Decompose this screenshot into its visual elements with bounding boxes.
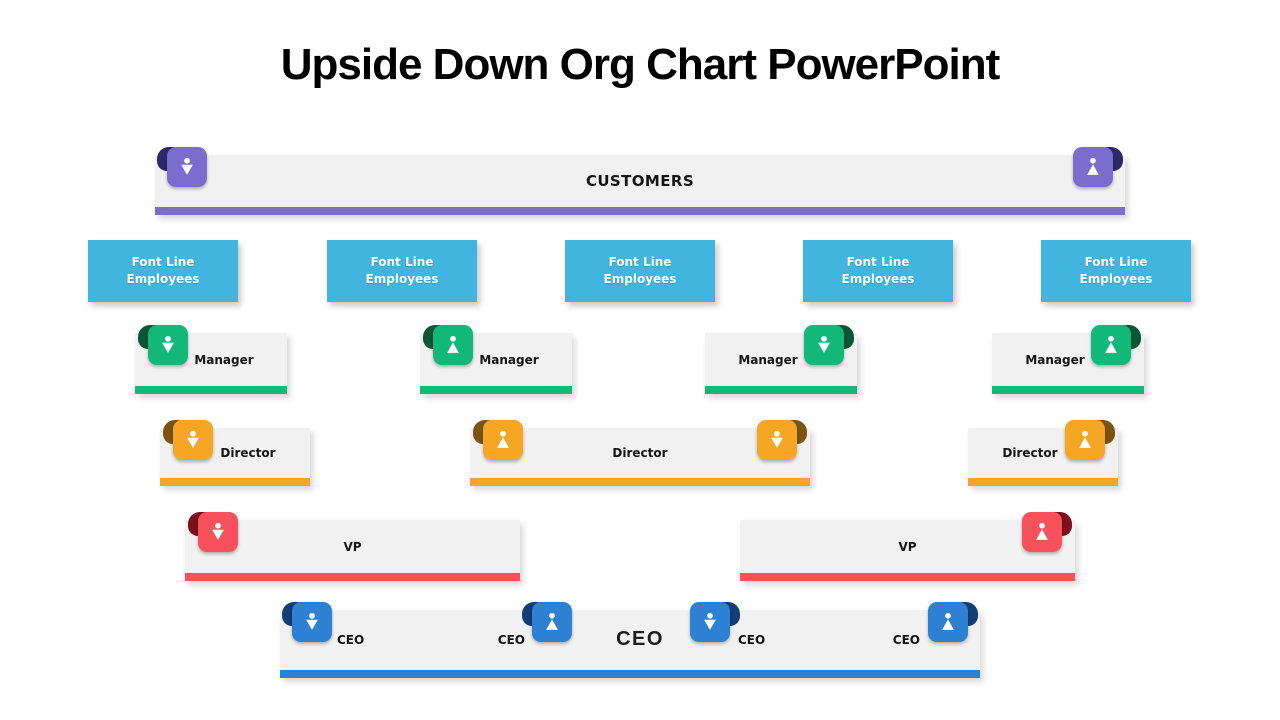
person-down-icon xyxy=(292,602,332,642)
front-line-employees-box: Font Line Employees xyxy=(565,240,715,302)
ceo-badge xyxy=(928,602,978,642)
person-up-icon xyxy=(483,420,523,460)
director-label: Director xyxy=(612,446,668,460)
ceo-bar: CEO CEO CEO CEO CEO xyxy=(280,602,980,678)
underline-strip xyxy=(470,478,810,486)
underline-strip xyxy=(280,670,980,678)
director-badge xyxy=(1065,420,1115,460)
manager-label: Manager xyxy=(738,352,798,367)
front-line-employees-box: Font Line Employees xyxy=(1041,240,1191,302)
person-down-icon xyxy=(198,512,238,552)
underline-strip xyxy=(420,386,572,394)
person-down-icon xyxy=(757,420,797,460)
manager-label: Manager xyxy=(1025,352,1085,367)
underline-strip xyxy=(740,573,1075,581)
customers-left-badge xyxy=(157,147,207,187)
person-up-icon xyxy=(1073,147,1113,187)
underline-strip xyxy=(155,207,1125,215)
manager-badge xyxy=(423,325,473,365)
person-down-icon xyxy=(167,147,207,187)
employees-label: Font Line Employees xyxy=(841,255,915,286)
page-title: Upside Down Org Chart PowerPoint xyxy=(280,40,1001,89)
manager-card: Manager xyxy=(705,325,857,394)
employees-label: Font Line Employees xyxy=(365,255,439,286)
manager-card: Manager xyxy=(420,325,572,394)
director-card: Director xyxy=(160,420,310,486)
vp-badge xyxy=(1022,512,1072,552)
front-line-employees-box: Font Line Employees xyxy=(803,240,953,302)
person-up-icon xyxy=(433,325,473,365)
vp-label: VP xyxy=(343,539,362,554)
director-badge xyxy=(163,420,213,460)
customers-bar: CUSTOMERS xyxy=(155,147,1125,215)
person-down-icon xyxy=(173,420,213,460)
director-badge xyxy=(473,420,523,460)
person-down-icon xyxy=(804,325,844,365)
underline-strip xyxy=(135,386,287,394)
director-label: Director xyxy=(220,446,276,460)
ceo-small-label: CEO xyxy=(738,633,766,647)
ceo-small-label: CEO xyxy=(497,633,525,647)
person-up-icon xyxy=(928,602,968,642)
manager-badge xyxy=(1091,325,1141,365)
employees-label: Font Line Employees xyxy=(1079,255,1153,286)
front-line-employees-box: Font Line Employees xyxy=(327,240,477,302)
underline-strip xyxy=(160,478,310,486)
director-label: Director xyxy=(1002,446,1058,460)
manager-badge xyxy=(138,325,188,365)
ceo-small-label: CEO xyxy=(337,633,365,647)
person-up-icon xyxy=(1091,325,1131,365)
employees-label: Font Line Employees xyxy=(603,255,677,286)
manager-label: Manager xyxy=(194,352,254,367)
underline-strip xyxy=(705,386,857,394)
vp-card: VP xyxy=(185,512,520,581)
vp-card: VP xyxy=(740,512,1075,581)
director-card: Director xyxy=(968,420,1118,486)
ceo-badge xyxy=(282,602,332,642)
underline-strip xyxy=(992,386,1144,394)
director-card: Director xyxy=(470,420,810,486)
director-badge xyxy=(757,420,807,460)
person-up-icon xyxy=(532,602,572,642)
manager-card: Manager xyxy=(135,325,287,394)
ceo-label: CEO xyxy=(616,628,664,650)
underline-strip xyxy=(968,478,1118,486)
vp-badge xyxy=(188,512,238,552)
vp-label: VP xyxy=(898,539,917,554)
manager-badge xyxy=(804,325,854,365)
manager-card: Manager xyxy=(992,325,1144,394)
ceo-badge xyxy=(690,602,740,642)
underline-strip xyxy=(185,573,520,581)
ceo-badge xyxy=(522,602,572,642)
employees-label: Font Line Employees xyxy=(126,255,200,286)
person-up-icon xyxy=(1065,420,1105,460)
person-up-icon xyxy=(1022,512,1062,552)
manager-label: Manager xyxy=(479,352,539,367)
person-down-icon xyxy=(690,602,730,642)
ceo-small-label: CEO xyxy=(892,633,920,647)
person-down-icon xyxy=(148,325,188,365)
front-line-employees-box: Font Line Employees xyxy=(88,240,238,302)
customers-right-badge xyxy=(1073,147,1123,187)
customers-label: CUSTOMERS xyxy=(585,172,695,190)
